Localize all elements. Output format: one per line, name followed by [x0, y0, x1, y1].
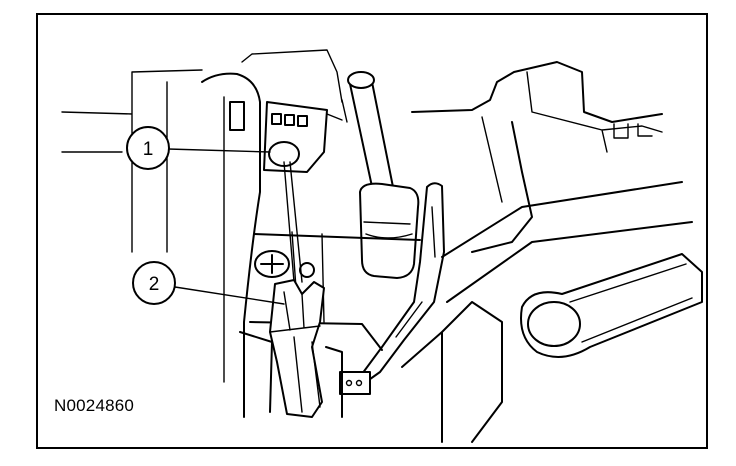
- callout-1-leader: [167, 148, 271, 153]
- connector-slot: [284, 114, 295, 126]
- housing-window: [229, 101, 245, 131]
- column-housing-inner: [223, 49, 343, 383]
- callout-2-circle: [132, 261, 176, 305]
- connector-slot: [271, 113, 282, 125]
- bracket-frame: [411, 61, 663, 253]
- figure-id: N0024860: [54, 396, 135, 415]
- callout-1-number: 1: [143, 139, 154, 160]
- pedal-arm-detail: [395, 206, 436, 338]
- lower-housing: [401, 301, 503, 443]
- plate-hole: [345, 379, 353, 387]
- screw-cross: [260, 254, 284, 274]
- column-housing: [201, 72, 261, 418]
- switch-body: [359, 182, 420, 279]
- technical-illustration: 1 2: [61, 49, 703, 443]
- plate-hole: [355, 379, 363, 387]
- small-stud: [299, 262, 315, 278]
- clip-tool: [269, 279, 325, 418]
- lower-bracket-plate: [339, 371, 371, 395]
- probe-wire: [283, 161, 303, 283]
- tube-end: [527, 301, 581, 347]
- callout-1: 1: [126, 126, 170, 170]
- callout-1-circle: [126, 126, 170, 170]
- actuator-rod-end: [347, 71, 375, 89]
- pedal-arm: [361, 182, 445, 383]
- callout-2-leader: [174, 286, 285, 305]
- bracket-frame-detail: [481, 71, 663, 203]
- figure-frame: 1 2: [36, 13, 708, 449]
- tube-detail: [569, 263, 693, 343]
- diagonal-beam: [441, 181, 693, 303]
- actuator-rod: [349, 81, 395, 197]
- callout-2-number: 2: [149, 274, 160, 295]
- callout-2: 2: [132, 261, 176, 305]
- connector-tab: [326, 99, 348, 123]
- connector-slot: [297, 115, 308, 127]
- bracket-tabs: [613, 123, 653, 139]
- clip-tool-detail: [269, 291, 321, 413]
- lower-column: [239, 331, 343, 418]
